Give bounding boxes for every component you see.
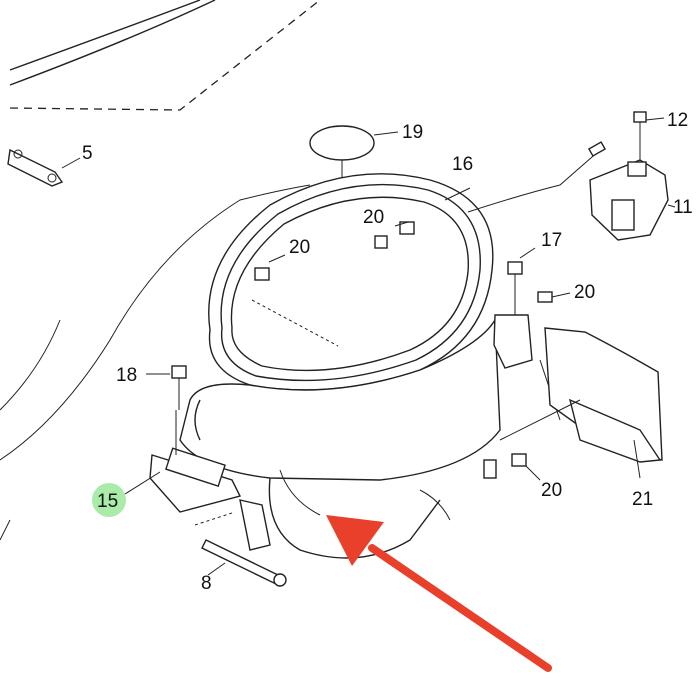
- callout-18: 18: [116, 365, 137, 386]
- part-21-cover: [499, 327, 663, 479]
- callout-17: 17: [541, 230, 562, 251]
- callout-11: 11: [673, 197, 693, 218]
- callout-16: 16: [452, 154, 473, 175]
- callout-21: 21: [632, 489, 653, 510]
- arrow-icon: [326, 515, 552, 672]
- callout-12: 12: [667, 110, 688, 131]
- part-18-screw: [146, 365, 187, 410]
- callout-20-top: 20: [363, 207, 384, 228]
- body-outline: [0, 0, 561, 541]
- hinge-bracket: [149, 410, 271, 551]
- callout-20-bottom: 20: [541, 480, 562, 501]
- part-8-pin: [201, 539, 287, 587]
- part-20-clips: [254, 221, 571, 481]
- part-5-strap: [7, 148, 81, 187]
- part-17-bolt: [493, 247, 536, 369]
- part-16-box: [179, 141, 607, 559]
- callout-5: 5: [82, 143, 93, 164]
- callout-20-left: 20: [289, 237, 310, 258]
- callout-19: 19: [402, 122, 423, 143]
- part-11-latch: [589, 111, 676, 241]
- callout-20-right: 20: [574, 282, 595, 303]
- callout-8: 8: [201, 573, 212, 594]
- callout-15: 15: [97, 491, 118, 512]
- highlight-badge: [92, 483, 126, 517]
